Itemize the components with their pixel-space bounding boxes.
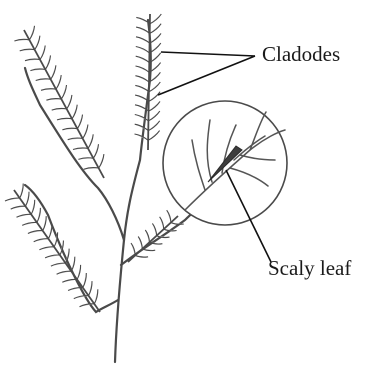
- cladodes-leader-1: [161, 52, 255, 56]
- magnified-circle: [163, 101, 287, 225]
- cladode-branches: [5, 14, 184, 312]
- cladode-branch-lower-left: [5, 184, 100, 313]
- cladode-branch-upper-left: [14, 26, 104, 178]
- scaly-leaf-label: Scaly leaf: [268, 258, 351, 279]
- cladode-branch-right-small: [128, 210, 184, 262]
- cladode-branch-top: [135, 14, 162, 150]
- cladodes-leader-2: [158, 56, 255, 95]
- cladodes-label: Cladodes: [262, 44, 340, 65]
